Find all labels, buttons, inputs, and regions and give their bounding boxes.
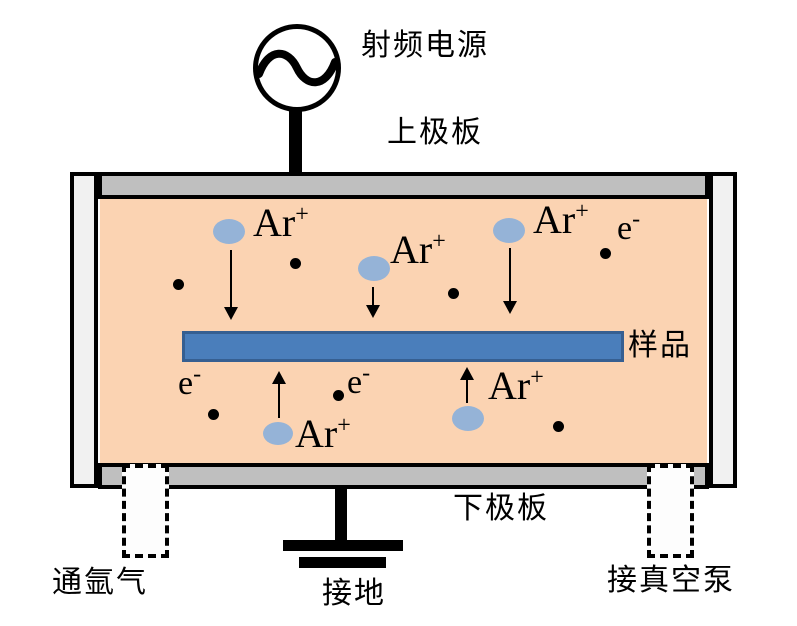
argon-ion-label-base: Ar xyxy=(488,363,531,408)
electron-label: e- xyxy=(617,208,640,247)
argon-ion-label-sup: + xyxy=(295,201,309,228)
ground-icon-bar xyxy=(299,557,386,568)
argon-ion xyxy=(263,422,293,445)
argon-ion-label: Ar+ xyxy=(390,230,446,270)
electron-dot xyxy=(290,258,301,269)
argon-inlet-label: 通氩气 xyxy=(52,566,148,599)
electron-dot xyxy=(333,390,344,401)
argon-ion-label-base: Ar xyxy=(390,227,433,272)
electron-label-sup: - xyxy=(362,360,371,387)
ground-icon xyxy=(335,487,347,542)
chamber-right-wall xyxy=(709,172,737,488)
electron-label: e- xyxy=(347,362,370,401)
rf-power-label: 射频电源 xyxy=(361,29,489,62)
electron-label-sup: - xyxy=(193,361,202,388)
ion-up-arrow xyxy=(460,367,474,403)
electron-dot xyxy=(208,409,219,420)
ac-source-icon xyxy=(253,24,341,112)
argon-ion-label-sup: + xyxy=(432,228,446,255)
electron-dot xyxy=(553,421,564,432)
electron-dot xyxy=(448,288,459,299)
sample-label: 样品 xyxy=(628,329,692,362)
ion-up-arrow xyxy=(272,371,286,418)
rf-connector-wire xyxy=(289,106,302,176)
ion-down-arrow xyxy=(503,248,517,314)
electron-label-base: e xyxy=(347,364,363,401)
vacuum-pump-label: 接真空泵 xyxy=(607,564,735,597)
electron-label-sup: - xyxy=(632,206,641,233)
argon-ion-label: Ar+ xyxy=(488,366,544,406)
argon-ion-label-base: Ar xyxy=(295,411,338,456)
argon-ion-label-sup: + xyxy=(530,364,544,391)
argon-ion-label-sup: + xyxy=(575,198,589,225)
lower-electrode-plate xyxy=(98,463,709,489)
argon-inlet-port xyxy=(122,464,169,558)
argon-ion-label-sup: + xyxy=(337,412,351,439)
vacuum-pump-port xyxy=(647,464,694,558)
argon-ion xyxy=(493,218,525,243)
argon-ion-label: Ar+ xyxy=(533,200,589,240)
electron-label-base: e xyxy=(178,365,194,402)
lower-plate-label: 下极板 xyxy=(453,492,549,525)
electron-dot xyxy=(173,279,184,290)
argon-ion-label-base: Ar xyxy=(253,200,296,245)
argon-ion xyxy=(213,219,245,244)
ion-down-arrow xyxy=(366,287,380,318)
ion-down-arrow xyxy=(224,250,238,320)
ground-icon-bar xyxy=(283,540,403,551)
argon-ion-label: Ar+ xyxy=(295,414,351,454)
electron-label-base: e xyxy=(617,210,633,247)
ground-label: 接地 xyxy=(322,577,386,610)
electron-dot xyxy=(600,248,611,259)
argon-ion xyxy=(358,256,390,281)
chamber-left-wall xyxy=(70,172,98,488)
sample-bar xyxy=(182,331,624,362)
argon-ion-label-base: Ar xyxy=(533,197,576,242)
electron-label: e- xyxy=(178,363,201,402)
argon-ion-label: Ar+ xyxy=(253,203,309,243)
upper-plate-label: 上极板 xyxy=(387,116,483,149)
argon-ion xyxy=(452,406,484,431)
upper-electrode-plate xyxy=(98,172,709,199)
sine-wave-icon xyxy=(258,49,336,87)
